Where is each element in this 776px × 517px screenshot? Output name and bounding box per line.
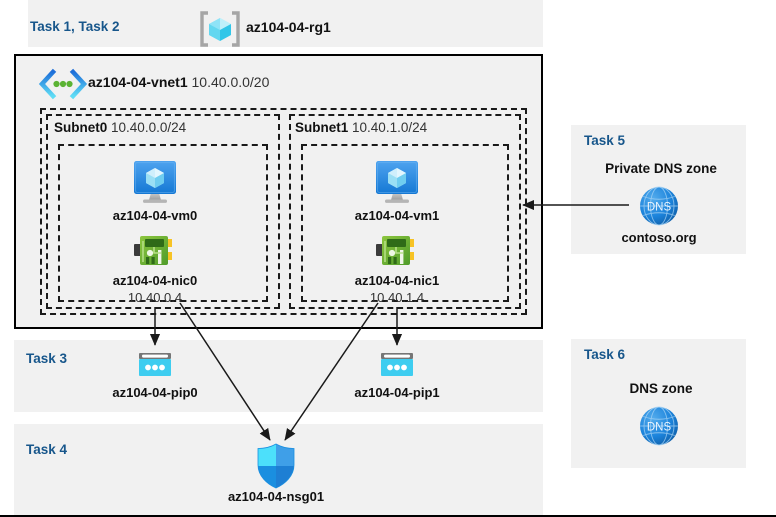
vm1-inner-box xyxy=(301,144,509,302)
virtual-machine-icon xyxy=(369,157,425,205)
private-dns-heading: Private DNS zone xyxy=(605,161,717,176)
resource-group-panel xyxy=(28,0,543,47)
vnet-address-space: 10.40.0.0/20 xyxy=(191,74,270,90)
svg-text:DNS: DNS xyxy=(647,422,672,434)
network-interface-icon xyxy=(132,232,178,270)
virtual-network-icon xyxy=(38,68,88,100)
svg-text:DNS: DNS xyxy=(647,202,672,214)
subnet1-name: Subnet1 xyxy=(295,120,349,135)
resource-group-cube-icon xyxy=(198,10,242,48)
task-label-3: Task 3 xyxy=(26,351,68,366)
task-label-4: Task 4 xyxy=(26,442,68,457)
public-ip-address-icon xyxy=(136,350,174,382)
subnets-group xyxy=(40,108,527,315)
public-ip-panel xyxy=(14,340,543,412)
dns-globe-icon: DNS xyxy=(637,404,681,448)
subnet1-cidr: 10.40.1.0/24 xyxy=(352,120,428,135)
nic0-ip: 10.40.0.4 xyxy=(127,290,183,305)
public-dns-heading: DNS zone xyxy=(629,381,693,396)
private-dns-zone-name: contoso.org xyxy=(621,230,697,245)
subnet0-name: Subnet0 xyxy=(54,120,108,135)
vm0-name: az104-04-vm0 xyxy=(112,208,198,223)
public-ip-address-icon xyxy=(378,350,416,382)
nsg-name: az104-04-nsg01 xyxy=(227,489,325,504)
nic0-name: az104-04-nic0 xyxy=(112,273,198,288)
virtual-network-box xyxy=(14,54,543,329)
nic1-name: az104-04-nic1 xyxy=(354,273,440,288)
pip0-name: az104-04-pip0 xyxy=(112,385,198,400)
network-security-group-shield-icon xyxy=(255,443,297,489)
task-label-1-2: Task 1, Task 2 xyxy=(30,19,120,34)
vnet-title: az104-04-vnet1 10.40.0.0/20 xyxy=(88,74,269,90)
task-label-6: Task 6 xyxy=(584,347,626,362)
nic1-ip: 10.40.1.4 xyxy=(369,290,425,305)
dns-globe-icon: DNS xyxy=(637,184,681,228)
public-dns-panel xyxy=(571,339,746,468)
subnet1-title: Subnet1 10.40.1.0/24 xyxy=(295,120,427,135)
pip1-name: az104-04-pip1 xyxy=(354,385,440,400)
subnet0-cidr: 10.40.0.0/24 xyxy=(111,120,187,135)
virtual-machine-icon xyxy=(127,157,183,205)
task-label-5: Task 5 xyxy=(584,133,626,148)
vm0-inner-box xyxy=(58,144,268,302)
subnet1-box xyxy=(289,114,521,309)
vm1-name: az104-04-vm1 xyxy=(354,208,440,223)
vnet-name: az104-04-vnet1 xyxy=(88,74,188,90)
network-interface-icon xyxy=(374,232,420,270)
resource-group-name: az104-04-rg1 xyxy=(246,19,331,35)
subnet0-box xyxy=(46,114,280,309)
subnet0-title: Subnet0 10.40.0.0/24 xyxy=(54,120,186,135)
